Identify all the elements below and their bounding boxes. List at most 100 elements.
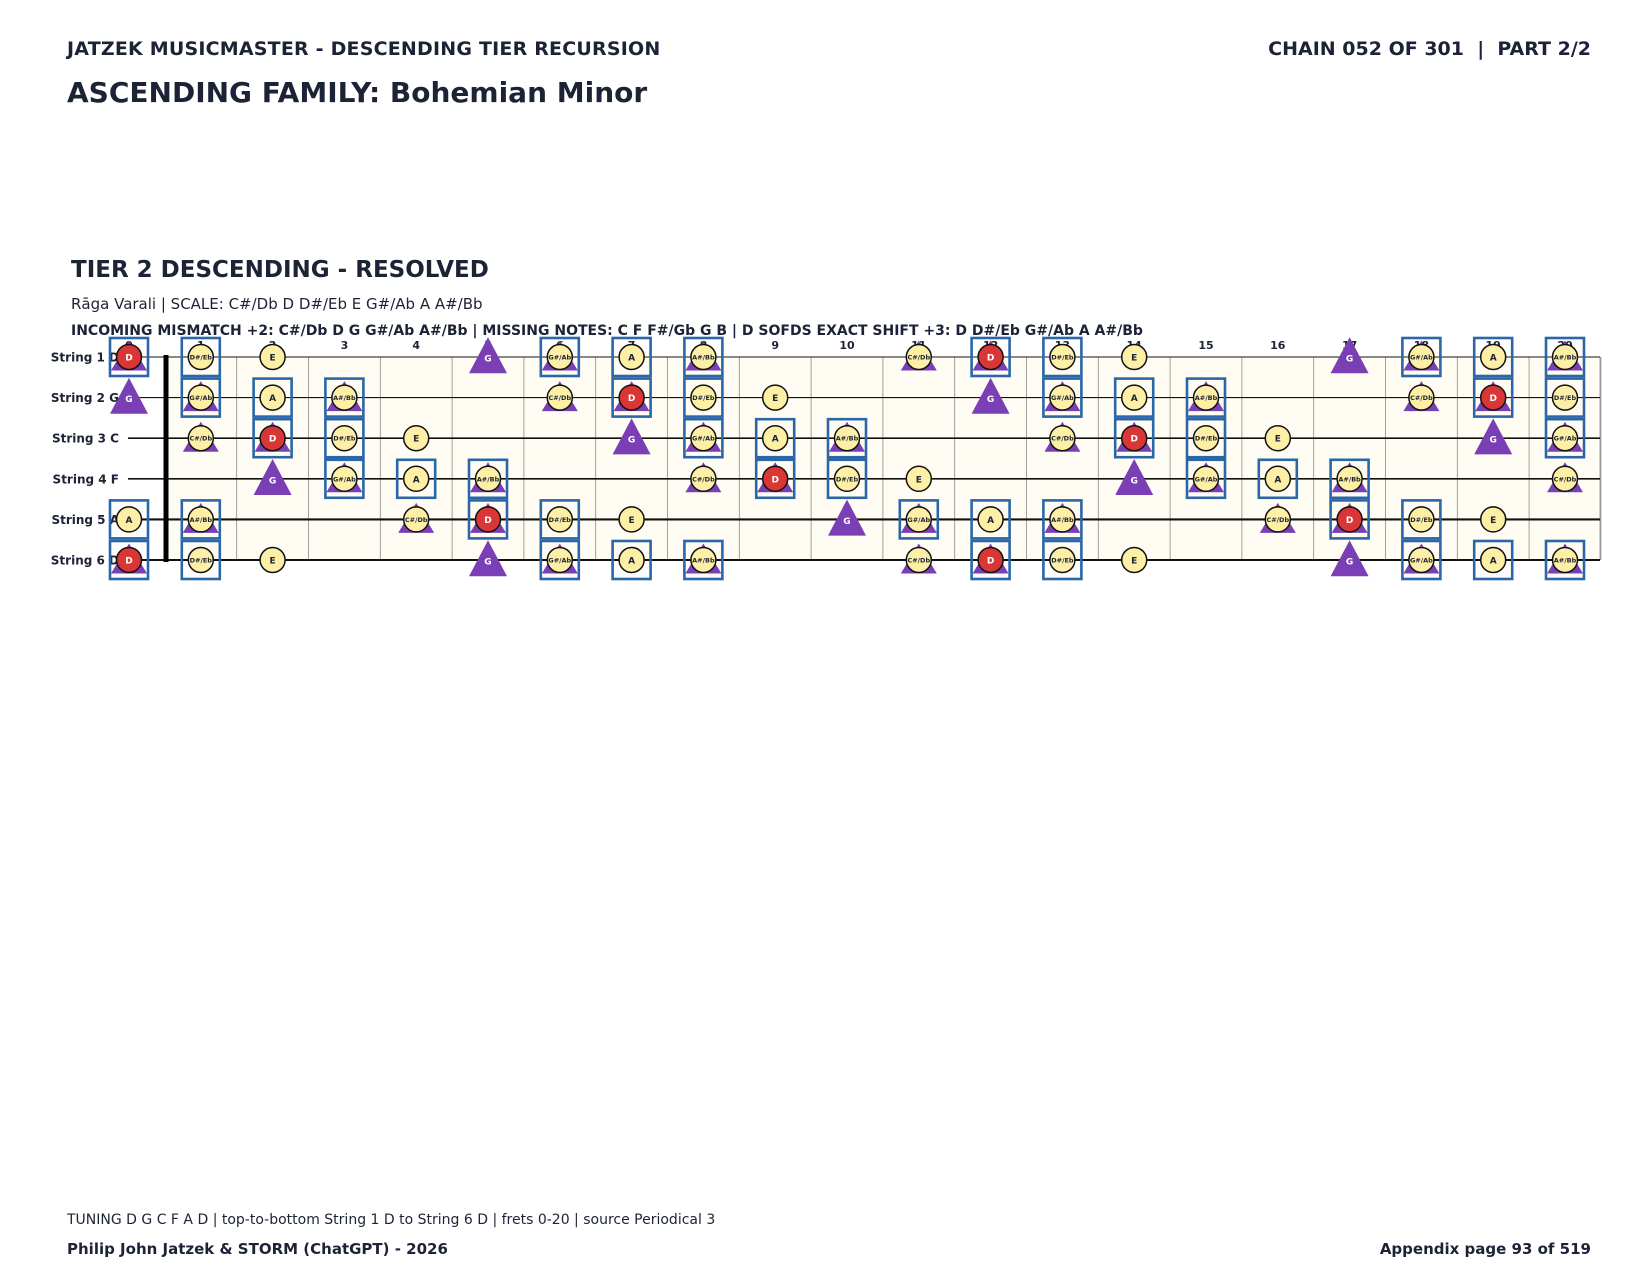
interval-triangle	[469, 337, 507, 374]
note-label: D#/Eb	[333, 435, 356, 443]
note-label: A	[1490, 557, 1497, 567]
document-title: JATZEK MUSICMASTER - DESCENDING TIER REC…	[67, 38, 661, 60]
tier-title: TIER 2 DESCENDING - RESOLVED	[71, 257, 489, 283]
chain-indicator: CHAIN 052 OF 301 | PART 2/2	[1268, 38, 1591, 60]
note-label: D	[771, 475, 778, 485]
shift-box	[539, 336, 581, 378]
scale-note-marker	[187, 546, 215, 574]
note-label: E	[629, 516, 635, 526]
shift-box	[1042, 539, 1083, 581]
family-title: ASCENDING FAMILY: Bohemian Minor	[67, 76, 648, 109]
scale-note-marker	[618, 546, 645, 574]
mismatch-line: INCOMING MISMATCH +2: C#/Db D G G#/Ab A#…	[71, 323, 1143, 339]
shift-box	[180, 539, 222, 581]
note-label: G#/Ab	[548, 557, 571, 565]
scale-note-marker	[259, 343, 286, 371]
note-label: G	[484, 355, 491, 365]
note-label: A	[772, 435, 779, 445]
interval-triangle	[1330, 337, 1369, 374]
note-label: G	[1346, 558, 1353, 568]
root-note-marker	[115, 546, 143, 574]
shift-box	[1472, 539, 1514, 581]
note-label: G#/Ab	[1410, 354, 1433, 362]
shift-box	[1544, 336, 1586, 378]
root-note-marker	[259, 424, 286, 452]
shift-box	[1472, 336, 1514, 378]
note-label: D#/Eb	[1051, 354, 1074, 362]
shift-box	[754, 458, 796, 500]
note-label: C#/Db	[1051, 435, 1074, 443]
shift-box	[1329, 458, 1370, 500]
note-label: A	[628, 557, 635, 567]
shift-box	[970, 499, 1011, 540]
shift-box	[180, 377, 222, 418]
root-note-marker	[115, 343, 143, 371]
note-label: A	[1274, 475, 1281, 485]
interval-triangle	[469, 540, 507, 577]
scale-note-marker	[833, 465, 861, 493]
shift-box	[1401, 539, 1442, 581]
shift-box	[898, 499, 940, 540]
note-label: D#/Eb	[1051, 557, 1074, 565]
note-label: G	[125, 395, 132, 405]
scale-note-marker	[905, 465, 933, 493]
scale-note-marker	[1551, 343, 1579, 371]
shift-box	[108, 336, 150, 378]
scale-note-marker	[115, 506, 143, 533]
interval-triangle	[1474, 418, 1513, 455]
note-label: E	[413, 435, 419, 445]
note-label: D#/Eb	[1410, 516, 1433, 524]
note-label: C#/Db	[907, 354, 930, 362]
scale-note-marker	[1264, 506, 1292, 533]
scale-note-marker	[259, 384, 286, 411]
note-label: A#/Bb	[836, 435, 859, 443]
note-label: D	[125, 354, 132, 364]
note-label: G	[269, 476, 276, 486]
note-label: A	[628, 354, 635, 364]
note-label: A	[987, 516, 994, 526]
scale-note-marker	[1408, 384, 1435, 411]
interval-triangle	[971, 377, 1010, 414]
note-label: A#/Bb	[333, 394, 356, 402]
shift-box	[826, 417, 868, 459]
shift-box	[611, 336, 652, 378]
scale-note-marker	[833, 424, 861, 452]
scale-note-marker	[331, 465, 358, 493]
shift-box	[1042, 499, 1083, 540]
shift-box	[1185, 377, 1227, 418]
scale-note-marker	[259, 546, 286, 574]
scale-note-marker	[1408, 546, 1435, 574]
note-label: G#/Ab	[333, 475, 356, 483]
note-label: D#/Eb	[190, 557, 213, 565]
scale-note-marker	[331, 424, 358, 452]
scale-note-marker	[1049, 343, 1076, 371]
note-label: G	[843, 517, 850, 527]
note-label: D	[269, 435, 276, 445]
scale-note-marker	[1120, 384, 1148, 411]
note-label: D#/Eb	[692, 394, 715, 402]
note-label: G	[628, 436, 635, 446]
shift-box	[683, 417, 724, 459]
shift-box	[1401, 336, 1442, 378]
note-label: C#/Db	[1554, 475, 1577, 483]
shift-box	[1042, 336, 1083, 378]
note-label: D	[1130, 435, 1137, 445]
note-label: A#/Bb	[190, 516, 213, 524]
interval-triangle	[828, 499, 866, 536]
root-note-marker	[1120, 424, 1148, 452]
shift-box	[324, 458, 365, 500]
note-label: A#/Bb	[1338, 475, 1361, 483]
note-label: G#/Ab	[907, 516, 930, 524]
scale-note-marker	[1551, 465, 1579, 493]
scale-note-marker	[187, 506, 215, 533]
root-note-marker	[1479, 384, 1507, 411]
fret-number: 9	[771, 339, 779, 352]
shift-box	[683, 336, 724, 378]
fret-number: 10	[839, 339, 855, 352]
shift-box	[754, 417, 796, 459]
note-label: A#/Bb	[1051, 516, 1074, 524]
shift-box	[1472, 377, 1514, 418]
scale-note-marker	[546, 506, 574, 533]
shift-box	[1113, 417, 1155, 459]
shift-box	[970, 539, 1011, 581]
